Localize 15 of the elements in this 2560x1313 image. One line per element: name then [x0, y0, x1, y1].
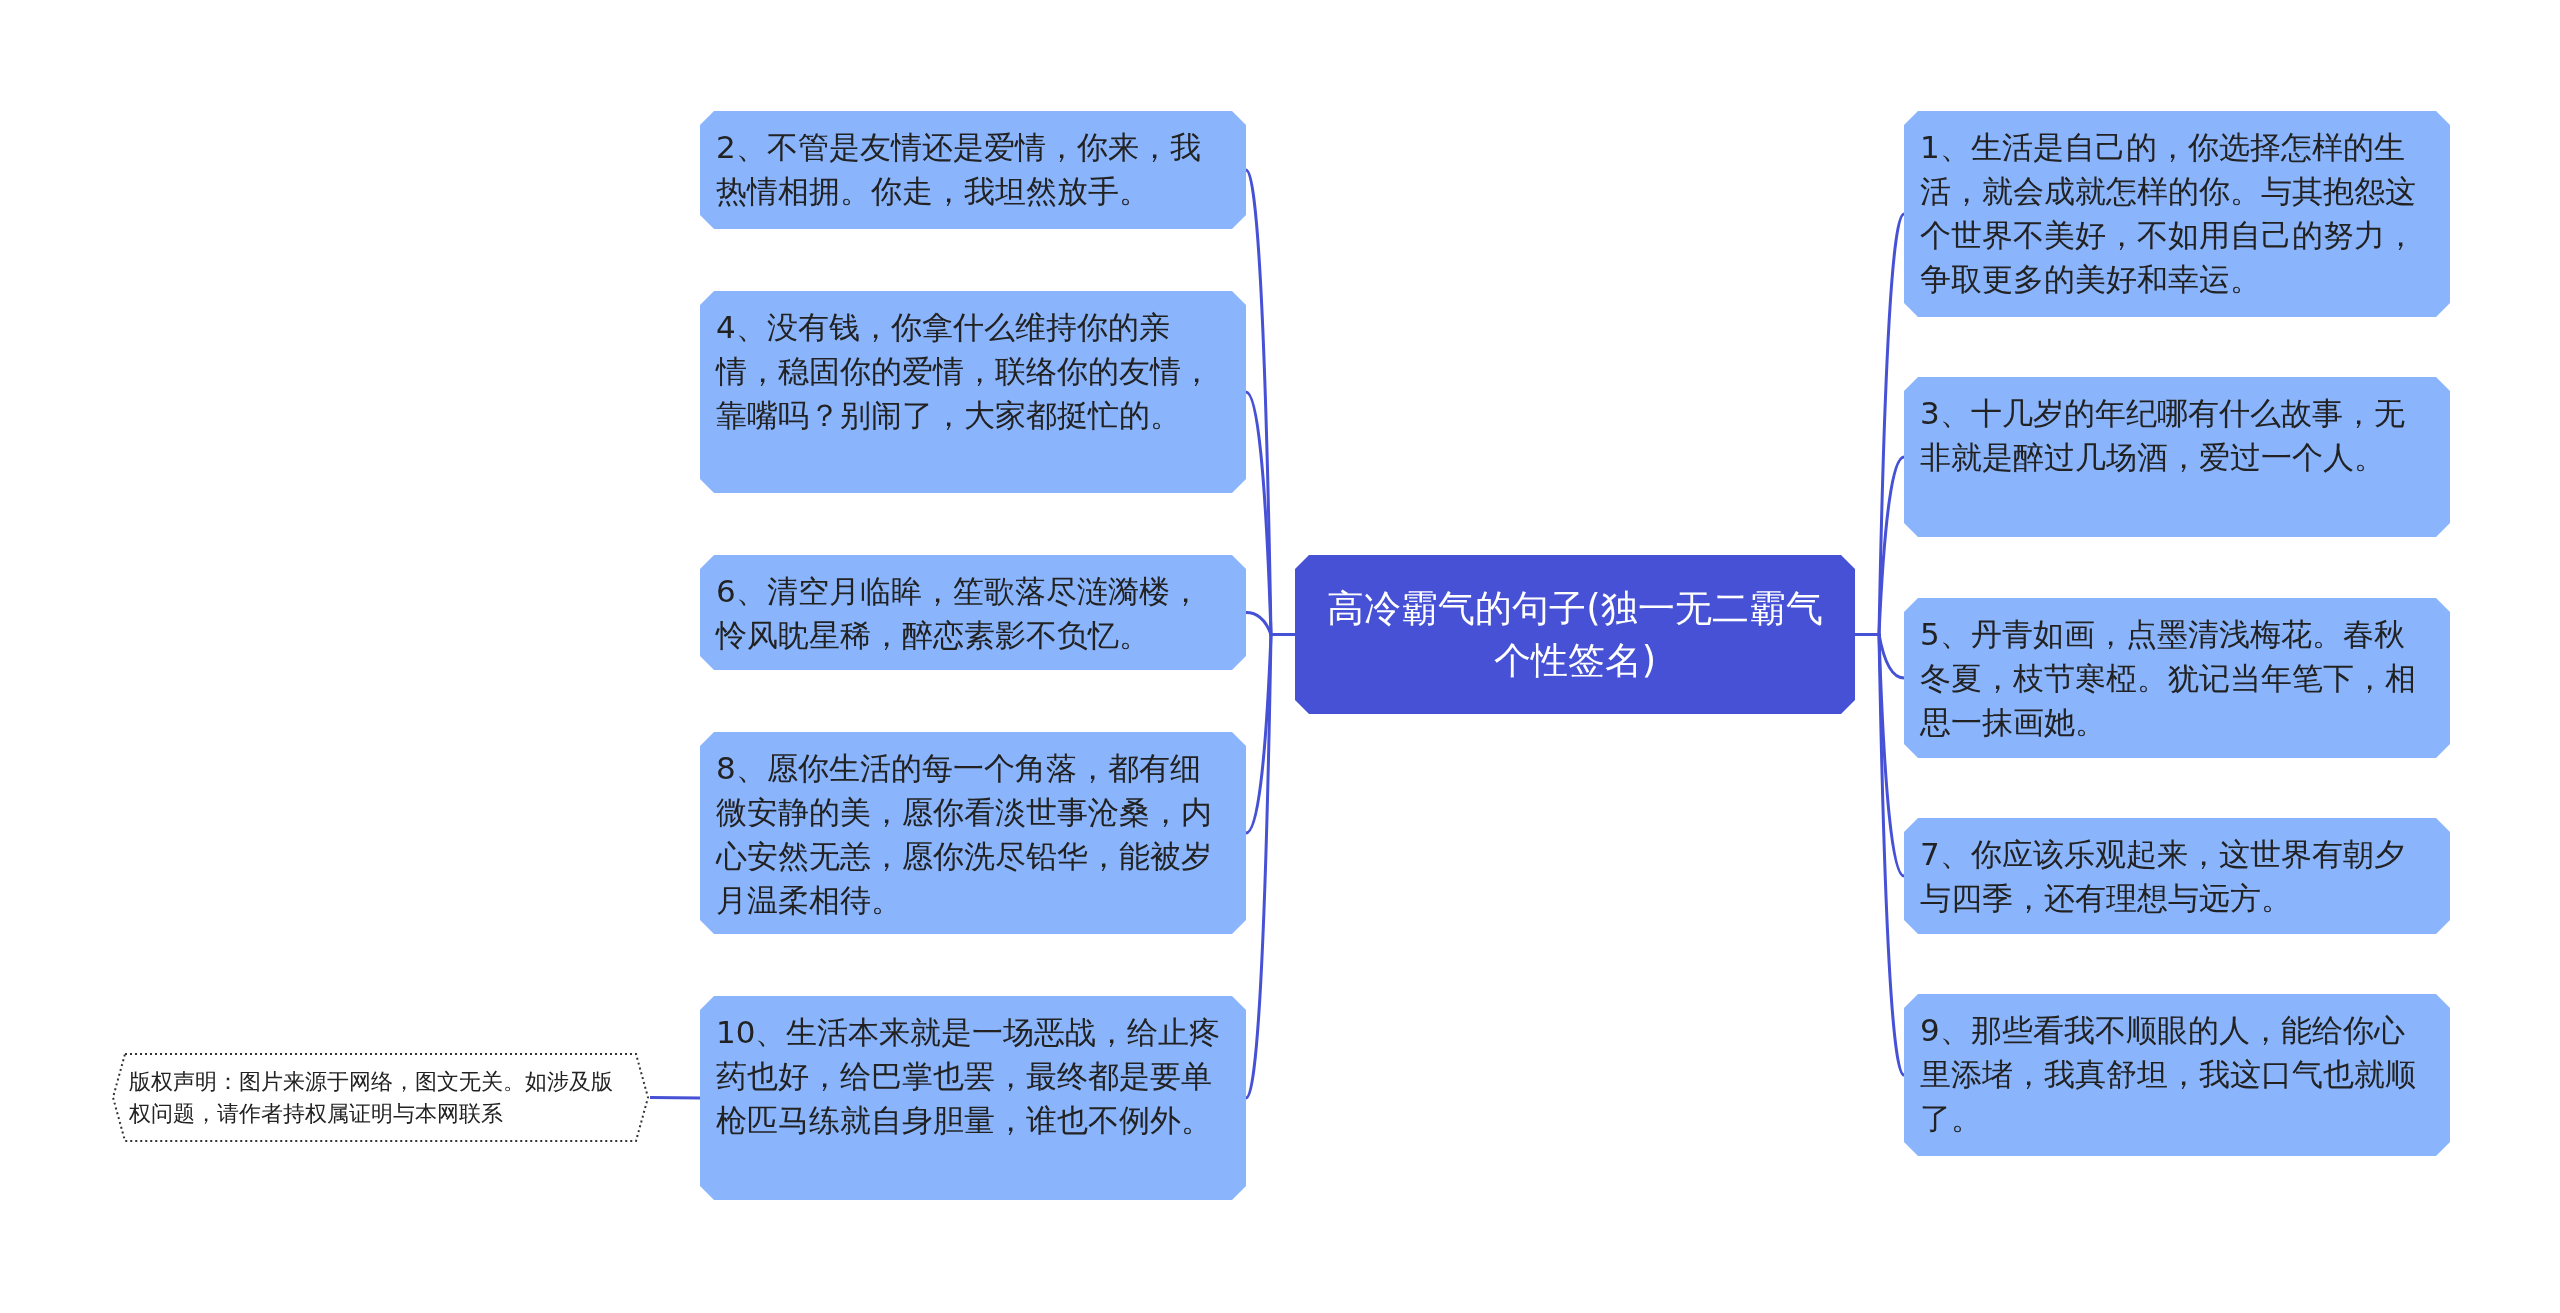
connector-line	[650, 1096, 700, 1100]
quote-box: 10、生活本来就是一场恶战，给止疼药也好，给巴掌也罢，最终都是要单枪匹马练就自身胆量，谁也不例外。	[700, 996, 1246, 1200]
connector-line	[1855, 633, 1906, 1076]
quote-box: 5、丹青如画，点墨清浅梅花。春秋冬夏，枝节寒椏。犹记当年笔下，相思一抹画她。	[1904, 598, 2450, 758]
connector-line	[1244, 633, 1295, 1099]
quote-box: 7、你应该乐观起来，这世界有朝夕与四季，还有理想与远方。	[1904, 818, 2450, 934]
quote-box: 4、没有钱，你拿什么维持你的亲情，稳固你的爱情，联络你的友情，靠嘴吗？别闹了，大家都挺忙的。	[700, 291, 1246, 493]
disclaimer-box: 版权声明：图片来源于网络，图文无关。如涉及版权问题，请作者持权属证明与本网联系	[111, 1052, 650, 1143]
quote-box: 8、愿你生活的每一个角落，都有细微安静的美，愿你看淡世事沧桑，内心安然无恙，愿你洗尽铅华，能被岁月温柔相待。	[700, 732, 1246, 934]
quote-box: 3、十几岁的年纪哪有什么故事，无非就是醉过几场酒，爱过一个人。	[1904, 377, 2450, 537]
quote-box: 1、生活是自己的，你选择怎样的生活，就会成就怎样的你。与其抱怨这个世界不美好，不如用自己的努力，争取更多的美好和幸运。	[1904, 111, 2450, 317]
quote-box: 6、清空月临眸，笙歌落尽涟漪楼，怜风眈星稀，醉恋素影不负忆。	[700, 555, 1246, 670]
central-topic-box: 高冷霸气的句子(独一无二霸气个性签名)	[1295, 555, 1855, 714]
quote-box: 9、那些看我不顺眼的人，能给你心里添堵，我真舒坦，我这口气也就顺了。	[1904, 994, 2450, 1156]
quote-box: 2、不管是友情还是爱情，你来，我热情相拥。你走，我坦然放手。	[700, 111, 1246, 229]
